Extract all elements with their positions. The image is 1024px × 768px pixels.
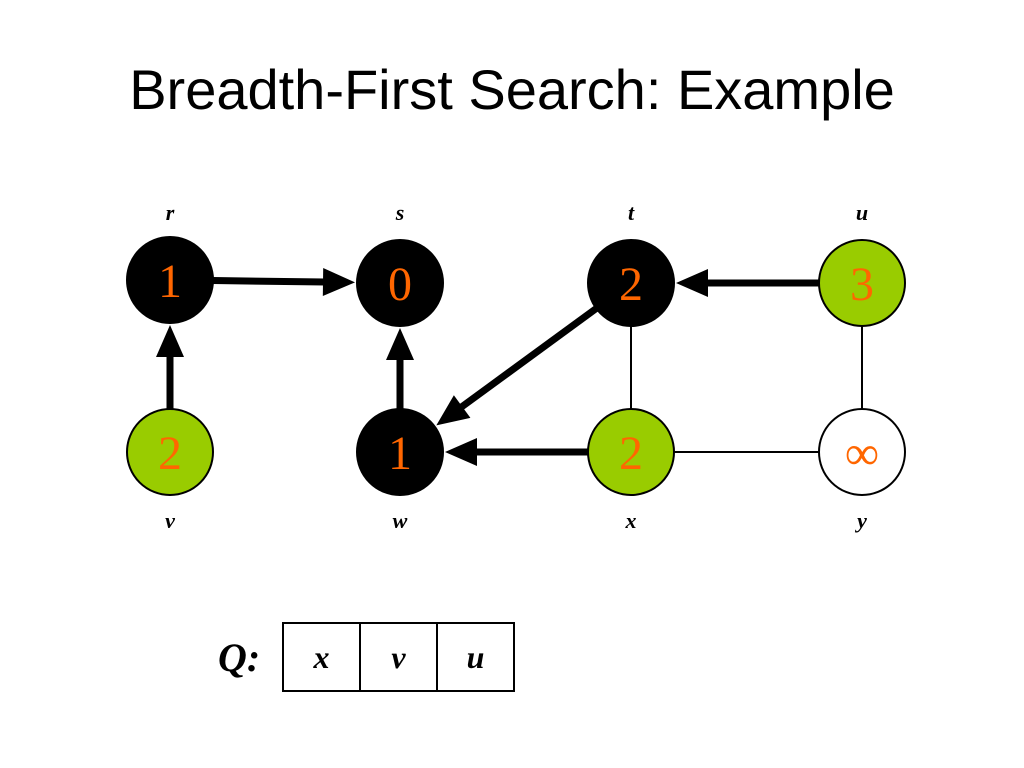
vertex-x: 2x <box>587 408 675 533</box>
queue-cell: x <box>284 624 361 690</box>
tree-edge-r-s <box>212 267 356 296</box>
arrowhead <box>156 325 184 357</box>
tree-edge-w-s <box>386 328 414 409</box>
vertex-r: 1r <box>126 200 214 324</box>
vertex-w: 1w <box>356 408 444 533</box>
vertex-label: s <box>395 200 405 225</box>
vertex-circle <box>818 408 906 496</box>
vertex-u: 3u <box>818 200 906 327</box>
tree-edge-x-w <box>445 438 588 466</box>
vertex-circle <box>818 239 906 327</box>
vertex-distance: ∞ <box>845 427 879 480</box>
queue-cell: v <box>361 624 438 690</box>
queue-label: Q: <box>218 634 261 680</box>
arrowhead <box>445 438 477 466</box>
vertex-label: x <box>625 508 637 533</box>
tree-edge-u-t <box>676 269 819 297</box>
vertex-circle <box>587 239 675 327</box>
arrowhead <box>436 395 471 426</box>
arrowhead <box>676 269 708 297</box>
arrowhead <box>386 328 414 360</box>
queue-cells: x v u <box>282 622 515 692</box>
vertex-circle <box>126 236 214 324</box>
vertex-circle <box>587 408 675 496</box>
queue-cell: u <box>466 638 485 675</box>
edges-layer <box>156 267 863 466</box>
vertex-distance: 1 <box>158 255 182 308</box>
arrowhead <box>322 267 356 296</box>
vertex-label: v <box>165 508 175 533</box>
vertex-t: 2t <box>587 200 675 327</box>
vertex-distance: 3 <box>850 258 874 311</box>
vertex-circle <box>126 408 214 496</box>
vertex-s: 0s <box>356 200 444 327</box>
vertex-label: t <box>628 200 635 225</box>
vertex-circle <box>356 239 444 327</box>
vertex-label: r <box>166 200 175 225</box>
vertex-distance: 2 <box>619 258 643 311</box>
tree-edge-v-r <box>156 325 184 409</box>
vertex-distance: 2 <box>158 427 182 480</box>
vertex-circle <box>356 408 444 496</box>
vertex-y: ∞y <box>818 408 906 533</box>
vertex-distance: 1 <box>388 427 412 480</box>
vertex-distance: 0 <box>388 258 412 311</box>
queue: Q: x v u <box>218 622 515 692</box>
vertex-label: y <box>854 508 867 533</box>
vertex-label: w <box>393 508 408 533</box>
vertex-label: u <box>856 200 868 225</box>
tree-edge-t-w <box>436 305 599 426</box>
vertex-v: 2v <box>126 408 214 533</box>
vertex-distance: 2 <box>619 427 643 480</box>
slide-title: Breadth-First Search: Example <box>129 58 895 121</box>
